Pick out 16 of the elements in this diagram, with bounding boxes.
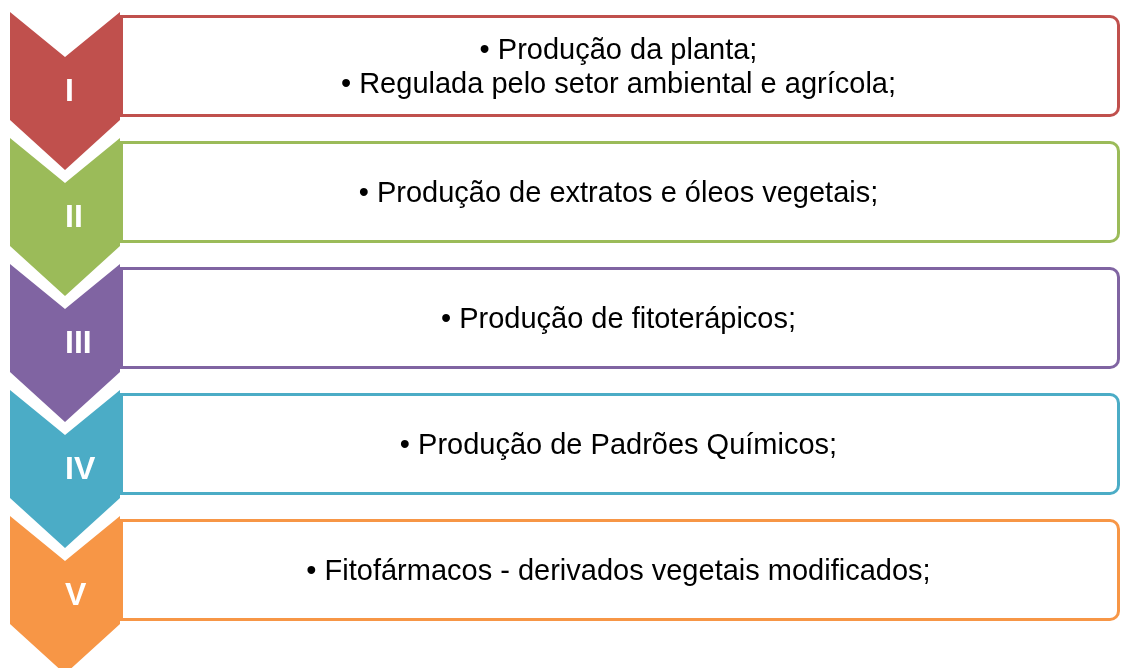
list-item: • Produção de Padrões Químicos; — [399, 427, 838, 461]
list-item: • Regulada pelo setor ambiental e agrícola; — [340, 66, 897, 100]
text-box — [120, 267, 1120, 369]
step-number: III — [65, 324, 92, 360]
text-box — [120, 141, 1120, 243]
list-item: • Produção da planta; — [479, 32, 758, 66]
step-number: II — [65, 198, 83, 234]
list-item: • Produção de extratos e óleos vegetais; — [358, 175, 879, 209]
list-item: • Fitofármacos - derivados vegetais modificados; — [306, 553, 931, 587]
step-number: I — [65, 72, 74, 108]
text-box — [120, 393, 1120, 495]
step-number: V — [65, 576, 87, 612]
text-box — [120, 15, 1120, 117]
list-item: • Produção de fitoterápicos; — [440, 301, 797, 335]
text-box — [120, 519, 1120, 621]
step-number: IV — [65, 450, 96, 486]
